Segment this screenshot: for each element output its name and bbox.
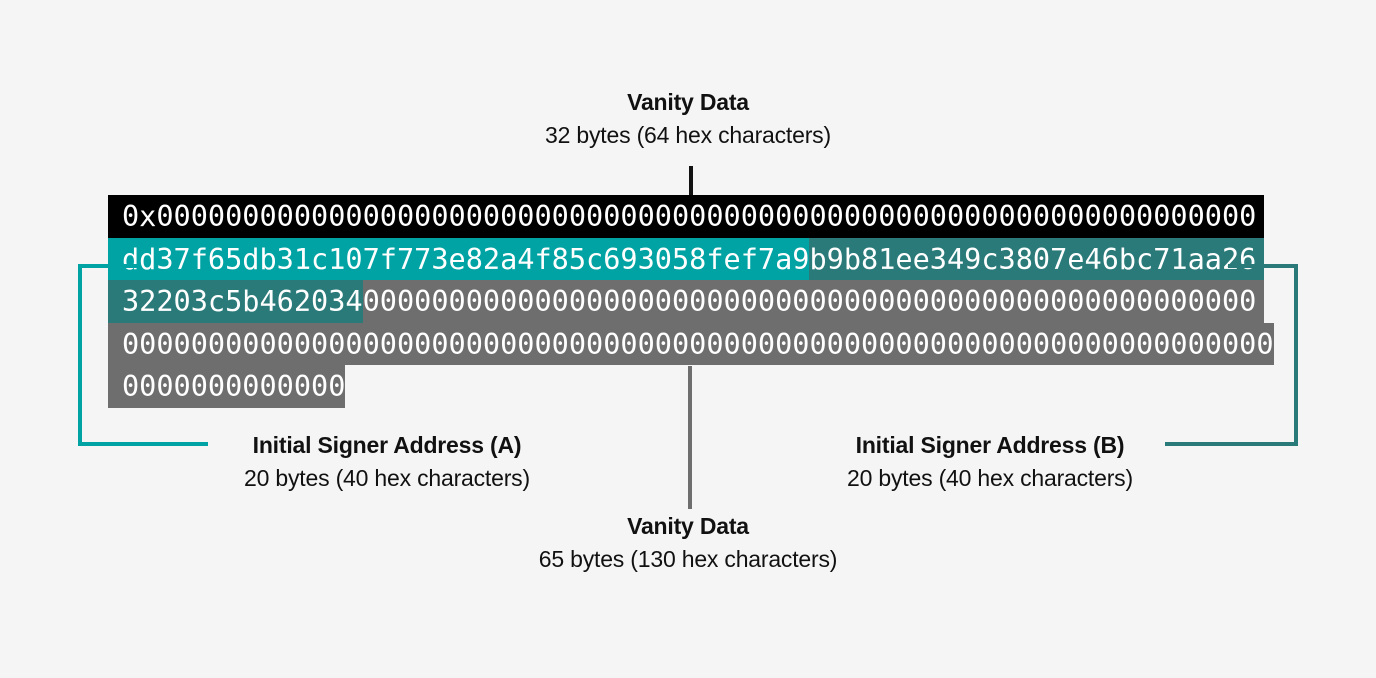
bracket-signer-a <box>78 264 208 446</box>
hex-row-signer-b-tail: 32203c5b462034 0000000000000000000000000… <box>108 280 1264 323</box>
vanity-data-bottom-subtitle: 65 bytes (130 hex characters) <box>538 546 838 572</box>
signer-b-label: Initial Signer Address (B) 20 bytes (40 … <box>781 431 1199 493</box>
signer-b-title: Initial Signer Address (B) <box>855 432 1125 458</box>
signer-a-label: Initial Signer Address (A) 20 bytes (40 … <box>178 431 596 493</box>
vanity-data-top-label: Vanity Data 32 bytes (64 hex characters) <box>0 88 1376 150</box>
hex-segment-signer-a: dd37f65db31c107f773e82a4f85c693058fef7a9 <box>122 237 810 280</box>
row-padding <box>108 280 122 323</box>
signer-a-title: Initial Signer Address (A) <box>252 432 522 458</box>
vanity-data-top-title: Vanity Data <box>627 89 749 115</box>
hex-row-vanity-prefix: 0x00000000000000000000000000000000000000… <box>108 195 1264 238</box>
bracket-b-top-arm <box>1228 264 1298 268</box>
hex-row-vanity-zeros-1: 0000000000000000000000000000000000000000… <box>108 322 1274 365</box>
signer-b-subtitle: 20 bytes (40 hex characters) <box>847 465 1133 491</box>
hex-segment-signer-b-head: b9b81ee349c3807e46bc71aa26 <box>809 237 1257 280</box>
bracket-b-bottom-arm <box>1165 442 1298 446</box>
vanity-data-bottom-label: Vanity Data 65 bytes (130 hex characters… <box>0 512 1376 574</box>
hex-segment-vanity-zeros-c: 0000000000000 <box>122 365 346 408</box>
hex-data-block: 0x00000000000000000000000000000000000000… <box>108 195 1274 408</box>
hex-segment-vanity-zeros-a: 0000000000000000000000000000000000000000… <box>362 280 1257 323</box>
hex-row-vanity-zeros-2: 0000000000000 <box>108 365 1264 408</box>
bracket-b-vertical <box>1294 264 1298 446</box>
hex-segment-signer-b-tail: 32203c5b462034 <box>122 280 363 323</box>
bracket-a-top-arm <box>78 264 138 268</box>
row-padding <box>108 237 122 280</box>
signer-a-subtitle: 20 bytes (40 hex characters) <box>244 465 530 491</box>
hex-row-signers: dd37f65db31c107f773e82a4f85c693058fef7a9… <box>108 237 1264 280</box>
bracket-signer-b <box>1165 264 1298 446</box>
bracket-a-bottom-arm <box>78 442 208 446</box>
hex-segment-vanity-zeros-b: 0000000000000000000000000000000000000000… <box>122 322 1274 365</box>
vanity-top-connector-line <box>689 166 693 196</box>
hex-segment-vanity-prefix: 0x00000000000000000000000000000000000000… <box>122 195 1257 238</box>
row-padding <box>108 195 122 238</box>
vanity-data-top-subtitle: 32 bytes (64 hex characters) <box>545 122 831 148</box>
row-padding <box>108 365 122 408</box>
bracket-a-vertical <box>78 264 82 446</box>
vanity-bottom-connector-line <box>688 366 692 509</box>
vanity-data-bottom-title: Vanity Data <box>627 513 749 539</box>
